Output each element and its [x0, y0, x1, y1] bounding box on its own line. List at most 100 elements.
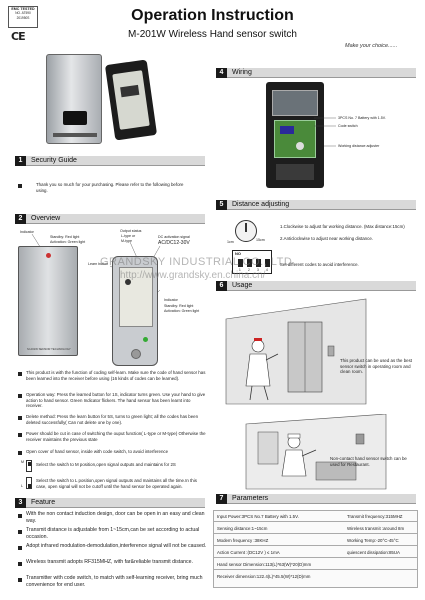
feature-bullet: Transmit distance is adjustable from 1~1… [26, 527, 200, 540]
parameters-table [213, 510, 418, 588]
receiver-photo [104, 59, 158, 141]
label-acdc: AC/DC12-30V [158, 240, 190, 246]
bullet-icon [18, 546, 22, 550]
section-number: 7 [216, 494, 227, 504]
distance-step: 2.Anticlockwise to adjust near working d… [280, 236, 373, 241]
section-header-usage: 6 Usage [216, 281, 416, 291]
switch-l-text: Select the switch to L position,open sig… [36, 478, 197, 489]
param-cell: Sensing distance:1~15cm [217, 526, 268, 531]
code-switch [280, 126, 294, 134]
dip-number: 1 [239, 268, 241, 272]
switch-m-icon [26, 460, 32, 472]
section-number: 3 [15, 498, 26, 508]
section-header-distance: 5 Distance adjusting [216, 200, 416, 210]
battery-pack [272, 90, 318, 116]
section-title: Security Guide [31, 157, 77, 164]
dip-toggle [238, 259, 243, 267]
dial-min-label: 1cm [227, 240, 234, 244]
section-title: Overview [31, 215, 61, 222]
emc-line: EMC TESTED [11, 7, 35, 11]
distance-dial-icon [235, 220, 257, 242]
feature-bullet: With the non contact induction design, d… [26, 511, 205, 524]
section-title: Usage [232, 282, 253, 289]
param-row: Input Power:3PCS No.7 Battery with 1.5V.… [213, 512, 418, 522]
overview-bullet: This product is with the function of cod… [26, 370, 206, 381]
section-header-security: 1 Security Guide [15, 156, 205, 166]
usage-caption-clean-room: This product can be used as the best sen… [340, 358, 413, 375]
param-cell: Receiver dimension:122.4(L)*45.5(W)*12(D… [217, 574, 311, 579]
hand-sensor-front: M-201W SENSOR TECHNOLOGY [18, 246, 78, 356]
dip-label: NO [235, 251, 241, 256]
bullet-icon [18, 433, 22, 437]
param-row: Action Current :(DC12V ) ≤ 1mA quiescent… [213, 548, 418, 558]
distance-adjuster [296, 142, 304, 150]
section-header-feature: 3 Feature [15, 498, 205, 508]
param-cell: Input Power:3PCS No.7 Battery with 1.5V. [217, 514, 299, 519]
label-standby-2: Standby: Red light [164, 304, 194, 308]
feature-bullet: Adopt infrared modulation-demodulation,i… [26, 543, 207, 549]
dip-number: 4 [266, 268, 268, 272]
overview-bullet: Open cover of hand sensor, inside with c… [26, 449, 169, 454]
section-header-wiring: 4 Wiring [216, 68, 416, 78]
label-mtype: M-type [121, 239, 132, 243]
param-cell: Working Temp:-20°C-45°C [347, 538, 399, 543]
param-cell: Wireless transmit :around 8m [347, 526, 405, 531]
param-row: Hand sensor Dimension:113(L)*63(W)*20(D)… [213, 560, 418, 570]
param-cell: Hand sensor Dimension:113(L)*63(W)*20(D)… [217, 562, 312, 567]
param-row: Modem frequency :38KHZ Working Temp:-20°… [213, 536, 418, 546]
sensor-label [53, 133, 97, 137]
switch-letter: L [21, 484, 23, 488]
section-number: 4 [216, 68, 227, 78]
dip-instruction: Set different codes to avoid interferenc… [280, 262, 359, 267]
label-indicator-2: Indicator [164, 298, 178, 302]
label-activation-2: Activation: Green light [164, 309, 200, 313]
watermark-company: GRANDSKY INDUSTRIAL CO., LTD [100, 256, 293, 268]
feature-bullet: Wireless transmit adopts RF315MHZ, with … [26, 559, 193, 565]
label-learn-button: Learn button [88, 262, 109, 266]
label-dc-signal: DC activation signal [158, 235, 190, 239]
param-cell: Action Current :(DC12V ) ≤ 1mA [217, 550, 280, 555]
section-number: 1 [15, 156, 26, 166]
bullet-icon [18, 578, 22, 582]
bullet-icon [18, 394, 22, 398]
panel-label: M-201W SENSOR TECHNOLOGY [27, 347, 71, 351]
param-cell: Modem frequency :38KHZ [217, 538, 269, 543]
section-title: Wiring [232, 69, 252, 76]
receiver-led [143, 337, 148, 342]
dip-toggle [247, 259, 252, 267]
sensor-led [46, 253, 51, 258]
wiring-label-battery: 3PCS No. 7 Battery with 1.5V. [338, 116, 386, 120]
usage-scene-restaurant [245, 414, 387, 490]
receiver-front [112, 256, 158, 366]
dip-switch-icon: NO 1 2 3 4 [232, 250, 272, 274]
dip-toggle [265, 259, 270, 267]
section-header-overview: 2 Overview [15, 214, 205, 224]
switch-l-icon [26, 477, 32, 489]
section-title: Distance adjusting [232, 201, 290, 208]
bullet-icon [18, 372, 22, 376]
ce-mark: CE [11, 30, 26, 43]
section-number: 2 [15, 214, 26, 224]
switch-m-text: Select the switch to M position,open sig… [36, 462, 176, 467]
emc-line: 201950S [16, 15, 30, 20]
learn-button-icon [125, 279, 131, 285]
emc-line: NO. AT590 [15, 11, 31, 16]
receiver-screw [131, 349, 141, 359]
param-row: Sensing distance:1~15cm Wireless transmi… [213, 524, 418, 534]
receiver-board [112, 70, 150, 130]
param-row: Receiver dimension:122.4(L)*45.5(W)*12(D… [213, 572, 418, 582]
bullet-icon [18, 184, 22, 188]
bullet-icon [18, 530, 22, 534]
bullet-icon [18, 562, 22, 566]
tagline: Make your choice...... [345, 43, 398, 49]
param-cell: Transmit frequency:315MHZ [347, 514, 403, 519]
label-standby: Standby: Red light [50, 235, 80, 239]
section-title: Parameters [232, 495, 269, 502]
usage-caption-restaurant: Non-contact hand sensor switch can be us… [330, 456, 407, 467]
wiring-window [276, 164, 314, 180]
wiring-label-adjuster: Working distance adjuster [338, 144, 380, 148]
dip-number: 3 [257, 268, 259, 272]
label-ltype: L-type or [121, 234, 136, 238]
page-title: Operation Instruction [131, 7, 294, 24]
page-subtitle: M-201W Wireless Hand sensor switch [128, 29, 297, 40]
